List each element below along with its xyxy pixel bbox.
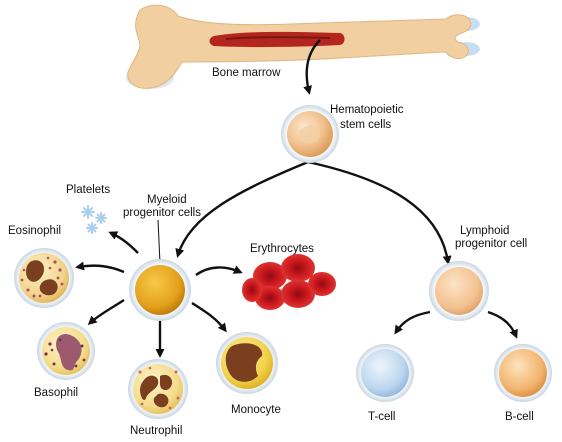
label-t-cell: T-cell xyxy=(368,411,395,423)
lymphoid-cell-icon xyxy=(429,261,489,321)
basophil-cell-icon xyxy=(37,322,95,380)
b-cell-icon xyxy=(494,344,552,402)
arrow-hsc-to-lymphoid xyxy=(307,160,452,265)
label-myeloid-line1: Myeloid xyxy=(147,194,187,206)
bone-icon xyxy=(126,4,480,89)
label-hsc-line2: stem cells xyxy=(340,119,391,131)
monocyte-cell-icon xyxy=(216,332,278,394)
label-neutrophil: Neutrophil xyxy=(130,425,182,437)
neutrophil-cell-icon xyxy=(128,359,188,419)
label-erythrocytes: Erythrocytes xyxy=(250,243,314,255)
arrow-to-t-cell xyxy=(394,310,431,335)
myeloid-cell-icon xyxy=(129,259,191,321)
erythrocytes-icon xyxy=(242,254,336,310)
bone-marrow-region xyxy=(209,31,345,48)
label-eosinophil: Eosinophil xyxy=(8,225,61,237)
hsc-cell-icon xyxy=(281,105,339,163)
label-bone-marrow: Bone marrow xyxy=(212,67,281,79)
label-hsc-line1: Hematopoietic xyxy=(330,104,404,116)
arrow-to-b-cell xyxy=(487,310,518,339)
arrow-to-platelets xyxy=(108,231,139,254)
label-lymphoid-line2: progenitor cell xyxy=(455,238,527,250)
arrow-marrow-to-hsc xyxy=(303,39,321,95)
label-b-cell: B-cell xyxy=(505,411,534,423)
label-myeloid-line2: progenitor cells xyxy=(123,207,201,219)
arrow-to-erythrocytes xyxy=(195,265,243,276)
platelet-icon xyxy=(81,205,107,234)
label-basophil: Basophil xyxy=(34,387,78,399)
label-monocyte: Monocyte xyxy=(231,404,281,416)
arrow-to-eosinophil xyxy=(75,261,125,274)
arrow-hsc-to-myeloid xyxy=(175,160,309,258)
t-cell-icon xyxy=(356,344,414,402)
arrow-to-basophil xyxy=(87,299,125,326)
label-lymphoid-line1: Lymphoid xyxy=(460,225,509,237)
myeloid-leader-line xyxy=(157,219,161,264)
arrow-icon xyxy=(75,39,518,358)
eosinophil-cell-icon xyxy=(14,248,74,308)
label-platelets: Platelets xyxy=(66,184,110,196)
arrow-to-monocyte xyxy=(191,301,227,333)
